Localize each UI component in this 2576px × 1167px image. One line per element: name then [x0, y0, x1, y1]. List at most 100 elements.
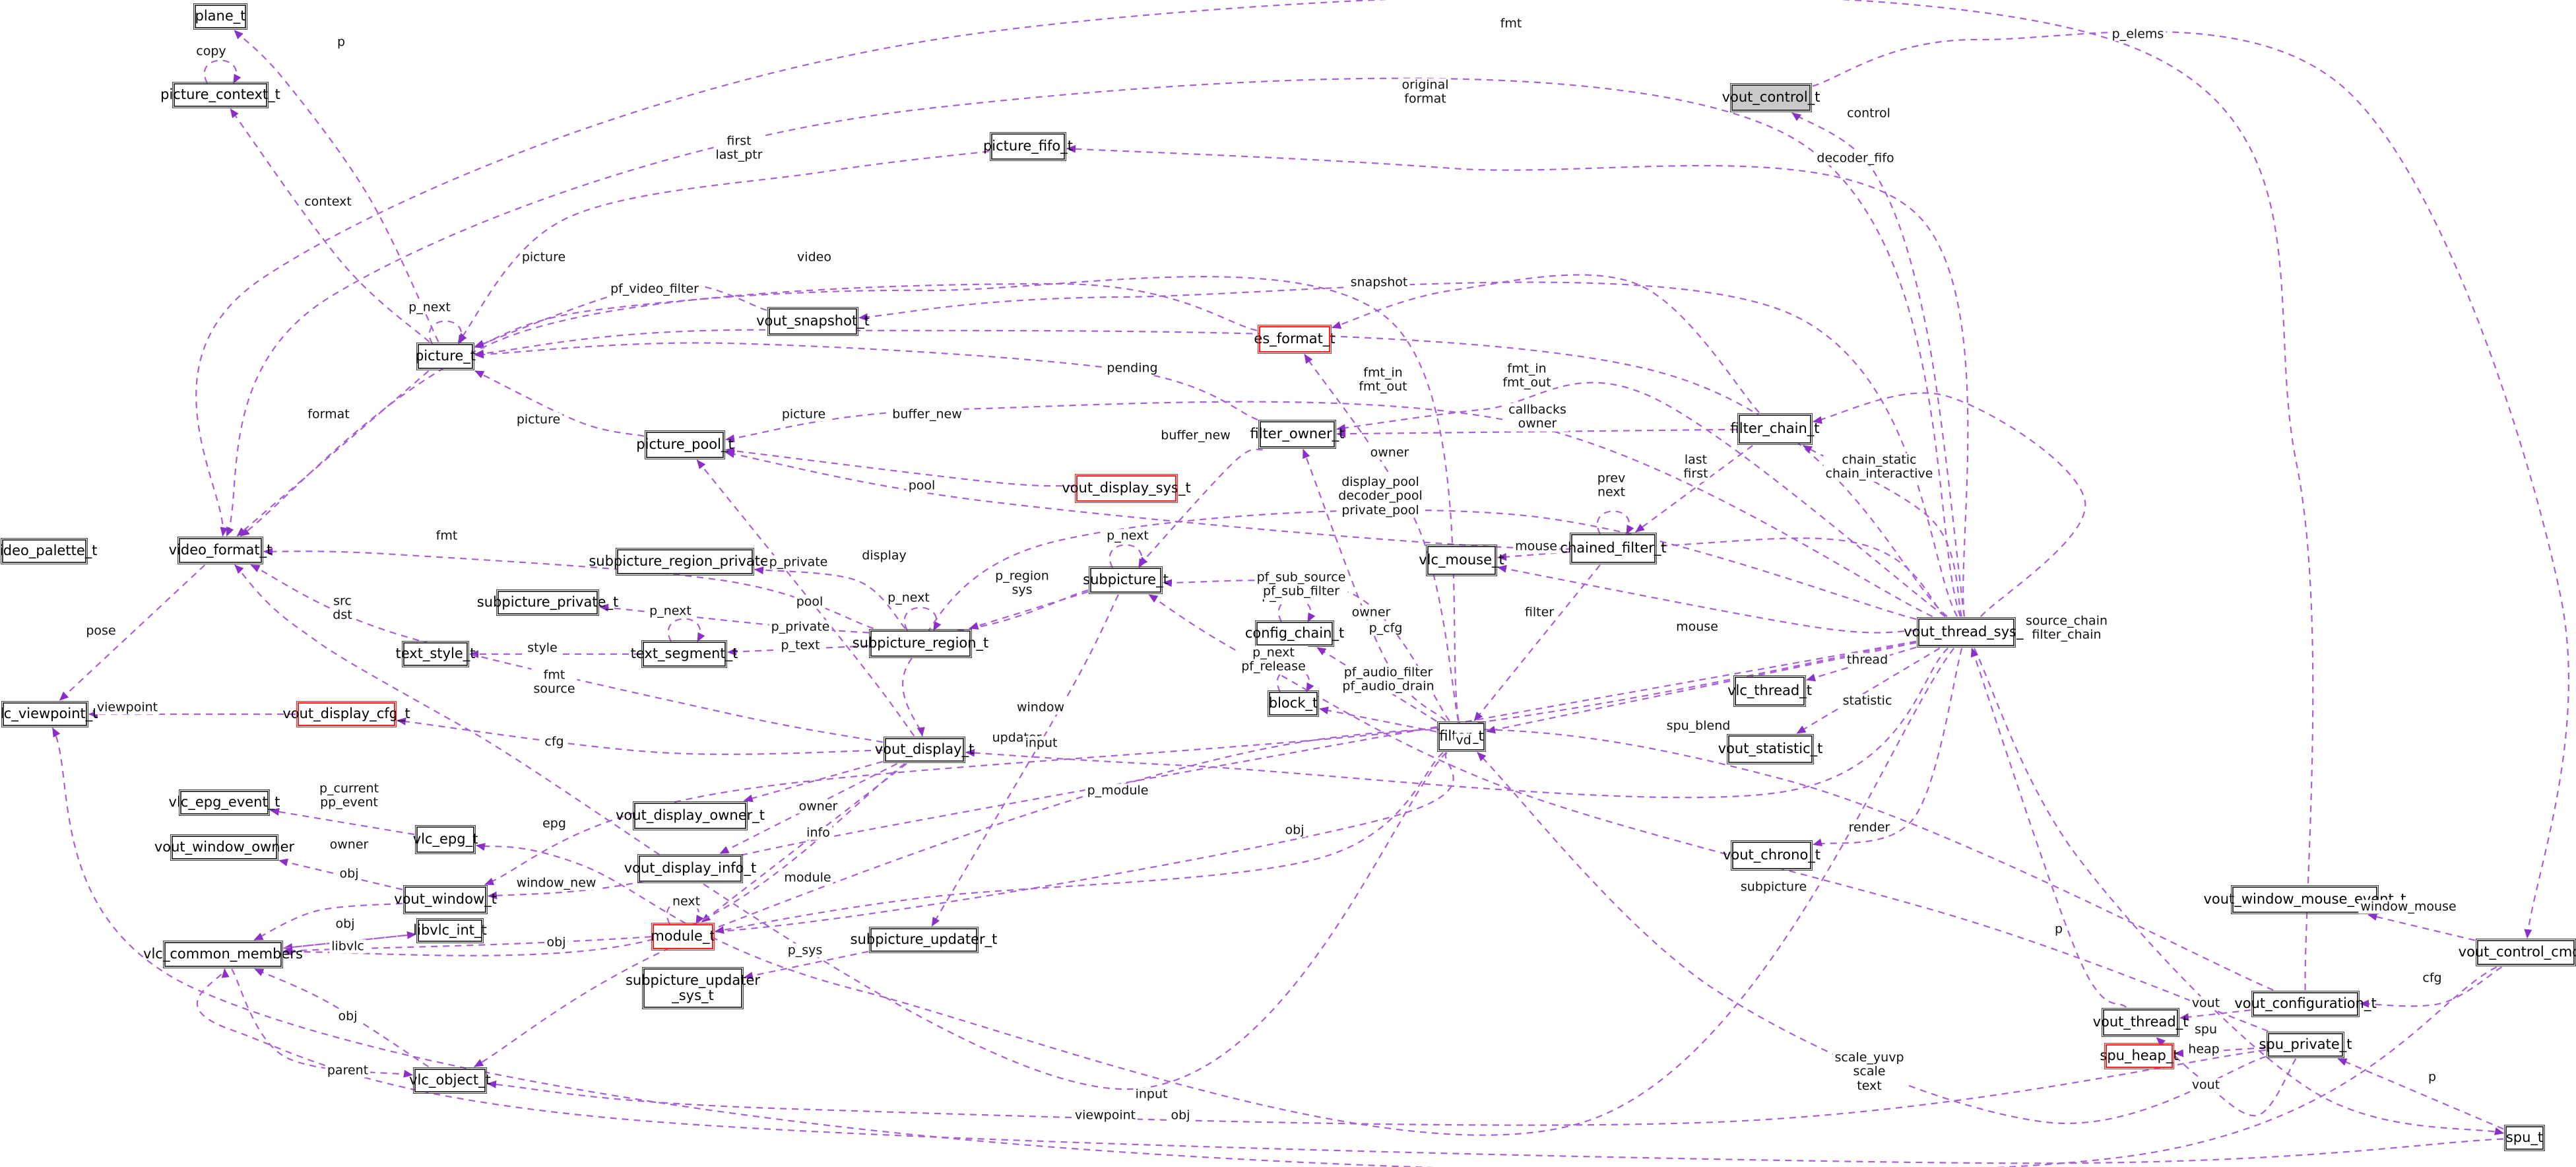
edge-vout_control_cmd_t-vlc_viewpoint_t-viewpoint	[51, 727, 2497, 1167]
edge-vout_thread_sys_t-filter_t-spu_blend	[1486, 642, 1917, 734]
node-subpicture_private_t[interactable]: subpicture_private_t	[477, 589, 618, 616]
node-vout_control_t[interactable]: vout_control_t	[1722, 83, 1820, 112]
edge-filter_t-video_format_t-src_dst	[234, 564, 1447, 1090]
node-picture_fifo_t[interactable]: picture_fifo_t	[983, 132, 1073, 161]
node-libvlc_int_t[interactable]: libvlc_int_t	[413, 918, 487, 943]
edge-label-snapshot: snapshot	[1348, 275, 1410, 290]
node-vout_window_t[interactable]: vout_window_t	[394, 885, 497, 914]
edge-subpicture_region_t-video_format_t-fmt	[263, 547, 874, 630]
edge-label-info: info	[804, 826, 832, 840]
edge-filter_chain_t-es_format_t-fmt_in_fmt_out	[1332, 274, 1760, 413]
edge-label-scale_yuvp_scale_text: scale_yuvp scale text	[1832, 1050, 1906, 1093]
node-vlc_epg_event_t[interactable]: vlc_epg_event_t	[169, 789, 280, 816]
node-picture_pool_t[interactable]: picture_pool_t	[636, 430, 734, 459]
edge-label-obj: obj	[337, 867, 361, 881]
node-vout_display_sys_t[interactable]: vout_display_sys_t	[1062, 474, 1191, 503]
edge-label-buffer_new: buffer_new	[1159, 428, 1233, 443]
node-config_chain_t[interactable]: config_chain_t	[1245, 620, 1344, 647]
node-vlc_object_t[interactable]: vlc_object_t	[409, 1067, 491, 1094]
node-filter_chain_t[interactable]: filter_chain_t	[1731, 413, 1819, 445]
edge-filter_t-filter_owner_t-owner	[1302, 449, 1446, 721]
edge-label-pf_audio_filter_pf_audio_drain: pf_audio_filter pf_audio_drain	[1340, 665, 1436, 694]
node-text_style_t[interactable]: text_style_t	[395, 641, 476, 667]
node-subpicture_updater_sys_t[interactable]: subpicture_updater _sys_t	[626, 967, 760, 1009]
edge-label-window_new: window_new	[514, 876, 598, 890]
edge-vlc_common_members-libvlc_int_t-libvlc	[283, 931, 416, 949]
node-vout_display_t[interactable]: vout_display_t	[875, 737, 974, 763]
node-vout_thread_t[interactable]: vout_thread_t	[2093, 1008, 2188, 1037]
node-vlc_mouse_t[interactable]: vlc_mouse_t	[1419, 545, 1504, 576]
edge-label-p: p	[2426, 1070, 2439, 1084]
node-subpicture_updater_t[interactable]: subpicture_updater_t	[851, 927, 997, 953]
edge-vout_display_sys_t-picture_pool_t-pool	[725, 447, 1075, 487]
node-vout_window_owner[interactable]: vout_window_owner	[154, 834, 294, 861]
node-vout_chrono_t[interactable]: vout_chrono_t	[1723, 840, 1820, 871]
node-subpicture_t[interactable]: subpicture_t	[1083, 566, 1169, 594]
edge-label-owner: owner	[1368, 446, 1411, 460]
edge-vlc_object_t-vlc_common_members-obj	[254, 968, 429, 1067]
edge-label-thread: thread	[1844, 653, 1890, 667]
edge-label-owner: owner	[1349, 605, 1393, 620]
node-vout_thread_sys_t[interactable]: vout_thread_sys_t	[1904, 617, 2029, 648]
node-subpicture_region_private_t[interactable]: subpicture_region_private_t	[589, 548, 781, 576]
edge-label-statistic: statistic	[1840, 694, 1894, 708]
edge-vout_window_t-vlc_common_members-obj	[253, 902, 403, 941]
node-vout_display_owner_t[interactable]: vout_display_owner_t	[616, 801, 765, 830]
node-spu_private_t[interactable]: spu_private_t	[2259, 1032, 2352, 1058]
edge-picture_t-plane_t-p	[234, 30, 439, 343]
node-video_format_t[interactable]: video_format_t	[169, 537, 272, 564]
node-vlc_thread_t[interactable]: vlc_thread_t	[1727, 675, 1812, 707]
node-vout_snapshot_t[interactable]: vout_snapshot_t	[756, 307, 870, 336]
edge-label-epg: epg	[540, 817, 568, 831]
edge-label-buffer_new: buffer_new	[890, 407, 964, 422]
node-block_t[interactable]: block_t	[1268, 690, 1319, 717]
node-spu_t[interactable]: spu_t	[2504, 1125, 2545, 1151]
node-es_format_t[interactable]: es_format_t	[1254, 325, 1336, 354]
node-vlc_viewpoint_t[interactable]: vlc_viewpoint_t	[0, 701, 98, 727]
edge-vout_thread_sys_t-filter_chain_t-source_chain_filter_chain	[1813, 392, 2086, 617]
edge-vout_thread_sys_t-vout_display_t-vd	[965, 648, 1948, 799]
edge-label-heap: heap	[2186, 1042, 2222, 1057]
node-module_t[interactable]: module_t	[651, 923, 715, 950]
edge-label-display_pool_decoder_pool_private_pool: display_pool decoder_pool private_pool	[1336, 475, 1425, 517]
node-filter_owner_t[interactable]: filter_owner_t	[1250, 420, 1345, 449]
edge-vout_thread_sys_t-spu_t-spu	[1973, 648, 2504, 1135]
edge-label-cfg: cfg	[542, 735, 566, 749]
node-picture_context_t[interactable]: picture_context_t	[160, 82, 280, 108]
node-text_segment_t[interactable]: text_segment_t	[631, 640, 738, 668]
edge-vout_control_cmd_t-vout_configuration_t-cfg	[2360, 966, 2502, 1008]
node-video_palette_t[interactable]: video_palette_t	[0, 538, 97, 564]
edge-spu_private_t-vout_thread_t-vout	[2156, 1037, 2297, 1117]
edge-vout_control_t-vout_control_cmd_t-p_elems	[1812, 30, 2569, 939]
node-chained_filter_t[interactable]: chained_filter_t	[1560, 533, 1667, 564]
node-vout_configuration_t[interactable]: vout_configuration_t	[2234, 991, 2377, 1017]
edge-config_chain_t-config_chain_t-p_next	[1277, 598, 1316, 622]
node-vlc_common_members[interactable]: vlc_common_members	[143, 941, 303, 968]
edge-video_format_t-vlc_viewpoint_t-pose	[59, 564, 206, 701]
node-subpicture_region_t[interactable]: subpicture_region_t	[853, 629, 988, 658]
edge-label-obj: obj	[1283, 823, 1306, 838]
edge-vlc_epg_t-vlc_epg_event_t-p_current_pp_event	[270, 807, 415, 836]
edge-label-p_elems: p_elems	[2109, 27, 2166, 42]
edge-vout_thread_sys_t-video_format_t-original_format	[226, 77, 1962, 617]
edge-vout_thread_sys_t-vout_statistic_t-statistic	[1796, 648, 1941, 734]
node-spu_heap_t[interactable]: spu_heap_t	[2100, 1043, 2179, 1069]
node-picture_t[interactable]: picture_t	[415, 343, 476, 370]
edge-label-pf_video_filter: pf_video_filter	[608, 282, 701, 296]
node-vout_control_cmd_t[interactable]: vout_control_cmd_t	[2459, 939, 2576, 966]
node-vout_window_mouse_event_t[interactable]: vout_window_mouse_event_t	[2204, 885, 2406, 914]
node-vlc_epg_t[interactable]: vlc_epg_t	[413, 825, 478, 854]
edge-label-cfg: cfg	[2420, 971, 2444, 985]
edge-label-fmt: fmt	[1498, 17, 1524, 31]
edge-label-chain_static_chain_interactive: chain_static chain_interactive	[1823, 453, 1935, 482]
edge-spu_private_t-subpicture_t-subpicture	[1148, 594, 2269, 1032]
edge-libvlc_int_t-vlc_common_members-obj	[283, 933, 416, 951]
node-vout_display_cfg_t[interactable]: vout_display_cfg_t	[282, 701, 410, 727]
node-vout_statistic_t[interactable]: vout_statistic_t	[1718, 734, 1822, 764]
node-plane_t[interactable]: plane_t	[193, 3, 247, 30]
node-vout_display_info_t[interactable]: vout_display_info_t	[624, 854, 756, 883]
edge-label-p_private: p_private	[769, 620, 832, 634]
edge-subpicture_updater_t-subpicture_updater_sys_t-p_sys	[744, 950, 869, 980]
edge-label-vd: vd	[1454, 733, 1473, 748]
edge-filter_t-module_t-p_module	[715, 752, 1444, 934]
